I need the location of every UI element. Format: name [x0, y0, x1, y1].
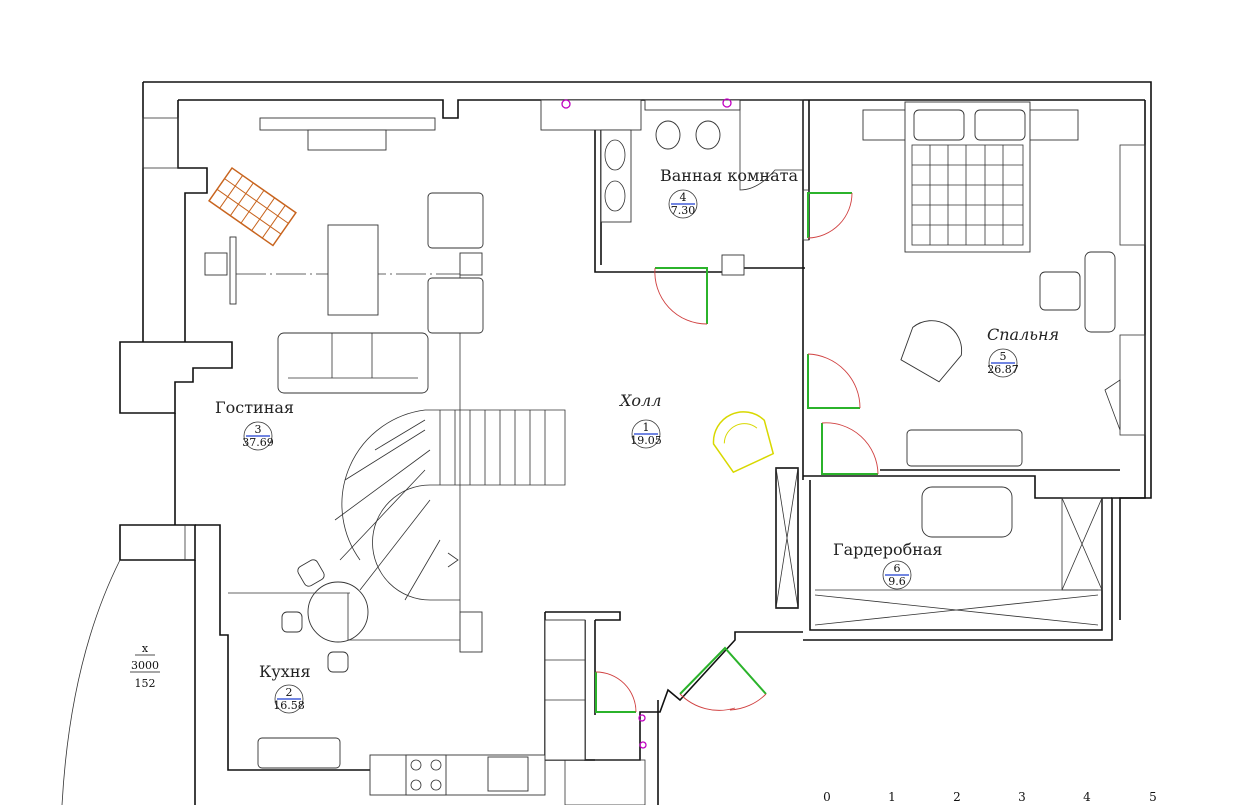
room-number-living: 3: [255, 423, 262, 436]
doors: [595, 192, 879, 713]
room-area-wardrobe: 9.6: [888, 575, 906, 588]
terrace-mark: x: [142, 642, 149, 655]
room-name-living: Гостиная: [215, 398, 294, 417]
scale-tick-2: 2: [953, 790, 961, 804]
room-number-kitchen: 2: [286, 686, 293, 699]
staircase: [334, 409, 566, 601]
room-name-bath: Ванная комната: [660, 166, 798, 185]
room-number-hall: 1: [643, 421, 650, 434]
scale-tick-5: 5: [1149, 790, 1157, 804]
rug: [208, 166, 297, 247]
room-number-bedroom: 5: [1000, 350, 1007, 363]
scale-bar: 0 1 2 3 4 5: [823, 790, 1157, 804]
hall-armchair: [712, 411, 775, 474]
room-area-kitchen: 16.58: [273, 699, 305, 712]
scale-tick-3: 3: [1018, 790, 1026, 804]
terrace-sub: 152: [135, 677, 156, 690]
room-area-bath: 7.30: [671, 204, 696, 217]
room-number-bath: 4: [680, 191, 687, 204]
furniture: [208, 98, 1121, 796]
room-name-hall: Холл: [618, 391, 661, 410]
exterior-walls: [119, 81, 1152, 805]
room-area-living: 37.69: [242, 436, 274, 449]
scale-tick-0: 0: [823, 790, 831, 804]
room-labels: Холл 1 19.05 Кухня 2 16.58 Гостиная 3 37…: [130, 166, 1059, 714]
terrace-value: 3000: [131, 659, 159, 672]
room-number-wardrobe: 6: [894, 562, 901, 575]
room-name-bedroom: Спальня: [987, 325, 1059, 344]
scale-tick-4: 4: [1083, 790, 1091, 804]
interior-walls: [61, 99, 1120, 805]
room-name-kitchen: Кухня: [259, 662, 311, 681]
room-area-bedroom: 26.87: [987, 363, 1019, 376]
room-name-wardrobe: Гардеробная: [833, 540, 943, 559]
room-area-hall: 19.05: [630, 434, 662, 447]
scale-tick-1: 1: [888, 790, 896, 804]
